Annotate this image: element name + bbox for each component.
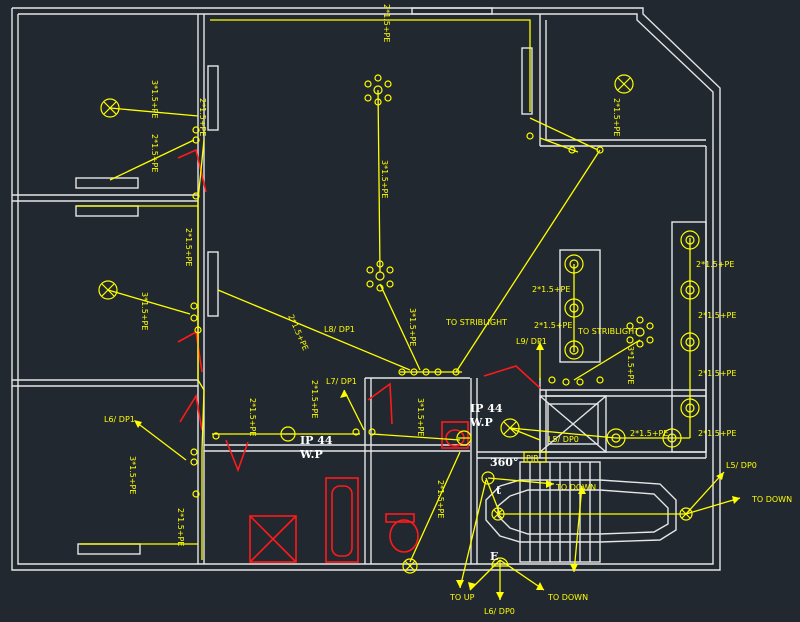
label-col-b: 2*1.5+PE (534, 321, 572, 330)
label-down-cable: 2*1.5+PE (612, 98, 621, 136)
annotations: 2*1.5+PE 3*1.5+PE 2*1.5+PE 2*1.5+PE 2*1.… (104, 4, 792, 616)
label-bath-cable: 3*1.5+PE (416, 398, 425, 436)
label-t: t (496, 484, 502, 497)
label-wp-a: W.P (299, 448, 323, 461)
label-chandelier-cable: 3*1.5+PE (626, 346, 635, 384)
label-top-cable: 2*1.5+PE (382, 4, 391, 42)
stairs (485, 461, 677, 563)
label-center-mid: 3*1.5+PE (380, 160, 389, 198)
windows (75, 7, 533, 555)
label-right-diag: 2*1.5+PE (436, 480, 445, 518)
label-ip44-a: IP 44 (300, 434, 333, 447)
label-360: 360° (490, 456, 518, 469)
walls (11, 7, 721, 571)
label-stair-cable: 2*1.5+PE (630, 429, 668, 438)
label-room3-b: 2*1.5+PE (176, 508, 185, 546)
label-r3: 2*1.5+PE (698, 369, 736, 378)
label-center-low: 3*1.5+PE (408, 308, 417, 346)
label-to-down-a: TO DOWN (555, 483, 596, 492)
bathroom-fixtures (249, 421, 469, 563)
arrowheads (134, 342, 740, 600)
label-room3-a: 3*1.5+PE (128, 456, 137, 494)
label-to-down-c: TO DOWN (547, 593, 588, 602)
label-l7-cable: 2*1.5+PE (310, 380, 319, 418)
label-e: E (490, 550, 498, 563)
label-ip44-cable: 2*1.5+PE (248, 398, 257, 436)
label-l9: L9/ DP1 (516, 337, 547, 346)
label-col-a: 2*1.5+PE (532, 285, 570, 294)
label-r1: 2*1.5+PE (696, 260, 734, 269)
label-l6: L6/ DP1 (104, 415, 135, 424)
label-room1-a: 3*1.5+PE (150, 80, 159, 118)
label-pir: PIR (526, 454, 539, 463)
label-l5-b: L5/ DP0 (726, 461, 757, 470)
light-fixtures (98, 74, 700, 574)
label-l7: L7/ DP1 (326, 377, 357, 386)
label-room1-b: 2*1.5+PE (198, 98, 207, 136)
label-to-striblight-1: TO STRIBLIGHT (445, 318, 507, 327)
label-r4: 2*1.5+PE (698, 429, 736, 438)
door-swings (177, 148, 541, 473)
label-room2-b: 3*1.5+PE (140, 292, 149, 330)
label-room1-c: 2*1.5+PE (150, 134, 159, 172)
label-to-down-b: TO DOWN (751, 495, 792, 504)
label-to-up: TO UP (449, 593, 475, 602)
wiring (76, 19, 741, 600)
label-ip44-b: IP 44 (470, 402, 503, 415)
switch-marks (190, 126, 604, 498)
label-to-striblight-2: TO STRIBLIGHT (577, 327, 639, 336)
label-diag: 2*1.5+PE (286, 313, 310, 352)
label-l8: L8/ DP1 (324, 325, 355, 334)
label-r2: 2*1.5+PE (698, 311, 736, 320)
label-l5-a: L5/ DP0 (548, 435, 579, 444)
label-wp-b: W.P (469, 416, 493, 429)
label-l6-dp0: L6/ DP0 (484, 607, 515, 616)
label-room2-a: 2*1.5+PE (184, 228, 193, 266)
